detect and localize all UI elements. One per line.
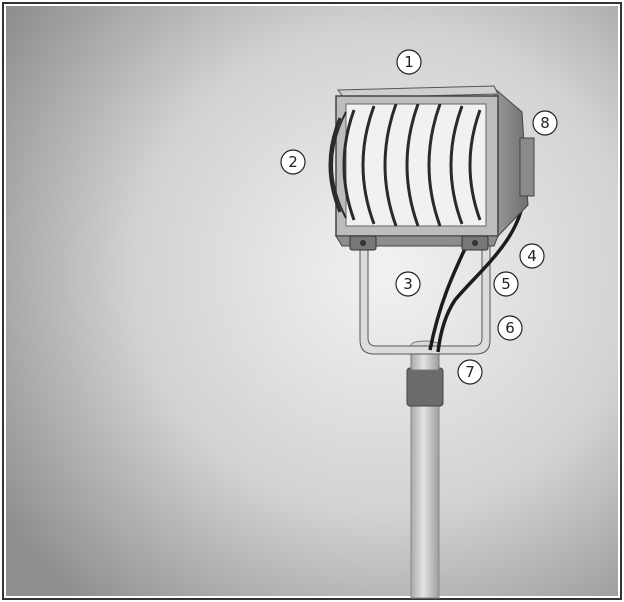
callout-8-label: 8 <box>540 114 550 132</box>
callout-7-label: 7 <box>465 363 475 381</box>
diagram-background <box>6 6 618 596</box>
callout-1-label: 1 <box>404 53 414 71</box>
pole-shaft <box>411 398 439 598</box>
pole-sleeve <box>407 368 443 406</box>
callout-1: 1 <box>397 50 421 74</box>
callout-6: 6 <box>498 316 522 340</box>
callout-3-label: 3 <box>403 275 413 293</box>
rear-terminal-box <box>520 138 534 196</box>
callout-3: 3 <box>396 272 420 296</box>
housing-glass <box>346 104 486 226</box>
callout-5-label: 5 <box>501 275 511 293</box>
callout-4: 4 <box>520 244 544 268</box>
callout-7: 7 <box>458 360 482 384</box>
pole <box>407 341 443 598</box>
callout-4-label: 4 <box>527 247 537 265</box>
mount-screw-right <box>472 240 478 246</box>
callout-6-label: 6 <box>505 319 515 337</box>
mount-screw-left <box>360 240 366 246</box>
callout-2-label: 2 <box>288 153 298 171</box>
callout-2: 2 <box>281 150 305 174</box>
lamp-housing <box>336 86 534 250</box>
callout-5: 5 <box>494 272 518 296</box>
callout-8: 8 <box>533 111 557 135</box>
